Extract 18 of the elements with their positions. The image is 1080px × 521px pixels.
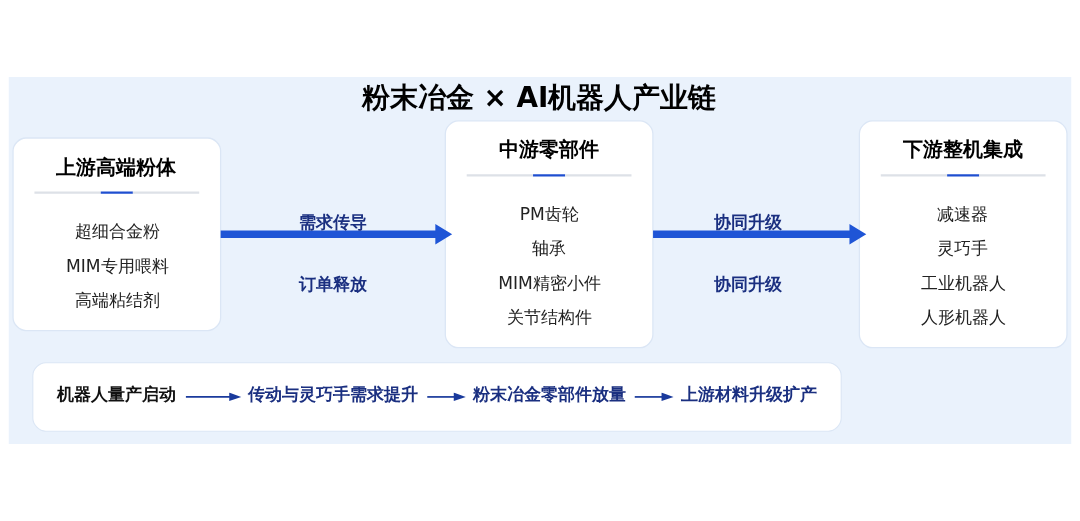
- node-box: 上游高端粉体 超细合金粉 MIM专用喂料 高端粘结剂: [12, 137, 222, 332]
- arrow: [633, 392, 674, 402]
- node-box: 中游零部件 PM齿轮 轴承 MIM精密小件 关节结构件: [444, 120, 654, 349]
- diagram-title: 粉末冶金 × AI机器人产业链: [361, 80, 717, 114]
- label: 订单释放: [298, 273, 367, 294]
- node-text: 上游材料升级扩产: [680, 383, 817, 404]
- node-box: 下游整机集成 减速器 灵巧手 工业机器人 人形机器人: [858, 120, 1068, 349]
- arrow: [185, 392, 242, 402]
- arrow: [220, 224, 453, 245]
- edge-label: 协同升级: [714, 211, 783, 232]
- label: 协同升级: [714, 273, 783, 294]
- edge-label: 需求传导: [298, 211, 367, 232]
- arrow: [426, 392, 466, 402]
- node-text: 传动与灵巧手需求提升: [248, 383, 419, 404]
- node-text: 机器人量产启动: [57, 383, 177, 404]
- node-text: 粉末冶金零部件放量: [473, 383, 627, 404]
- cluster: [32, 362, 842, 432]
- arrow: [653, 224, 867, 245]
